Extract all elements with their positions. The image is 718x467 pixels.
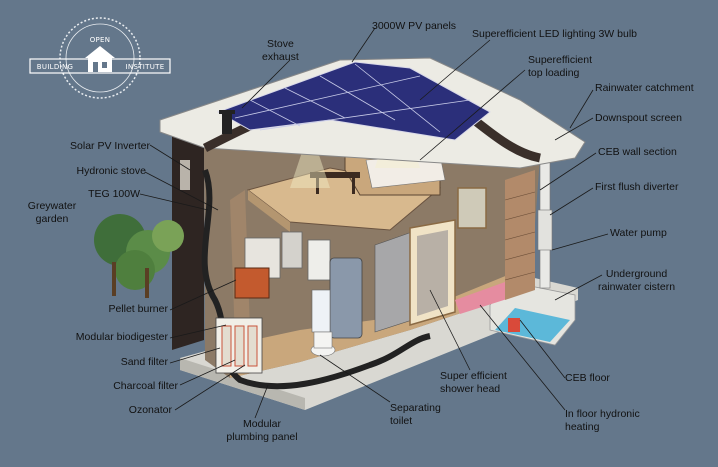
label-hydronic-stove: Hydronic stove <box>76 165 146 177</box>
label-pv-panels: 3000W PV panels <box>372 20 457 32</box>
leader-lines <box>139 27 609 419</box>
rainwater-cistern <box>489 281 576 346</box>
label-ceb-floor: CEB floor <box>565 372 610 384</box>
label-charcoal-filter: Charcoal filter <box>113 380 178 392</box>
label-rainwater-catchment: Rainwater catchment <box>595 82 694 94</box>
label-ozonator: Ozonator <box>128 404 172 416</box>
logo-text-top: OPEN <box>90 36 111 44</box>
label-water-pump: Water pump <box>610 227 667 239</box>
pv-panels <box>216 61 491 141</box>
logo-text-right: INSTITUTE <box>126 63 165 71</box>
left-wall <box>172 136 204 350</box>
section-cut <box>201 168 431 390</box>
label-solar-inverter: Solar PV Inverter <box>70 140 150 152</box>
roof <box>159 57 586 169</box>
greywater-garden <box>94 214 184 298</box>
interior <box>204 99 540 378</box>
logo-text-left: BUILDING <box>37 63 73 71</box>
filter-columns <box>215 317 263 374</box>
label-sand-filter: Sand filter <box>120 356 168 368</box>
label-downspout-screen: Downspout screen <box>595 112 682 124</box>
label-biodigester: Modular biodigester <box>75 331 168 343</box>
open-building-institute-logo: OPEN BUILDING INSTITUTE <box>29 17 171 99</box>
label-led-lighting: Superefficient LED lighting 3W bulb <box>472 28 637 40</box>
label-pellet-burner: Pellet burner <box>108 303 168 315</box>
label-teg: TEG 100W <box>88 188 140 200</box>
label-ceb-wall: CEB wall section <box>598 146 677 158</box>
label-first-flush: First flush diverter <box>595 181 679 193</box>
ceb-wall <box>504 170 536 300</box>
